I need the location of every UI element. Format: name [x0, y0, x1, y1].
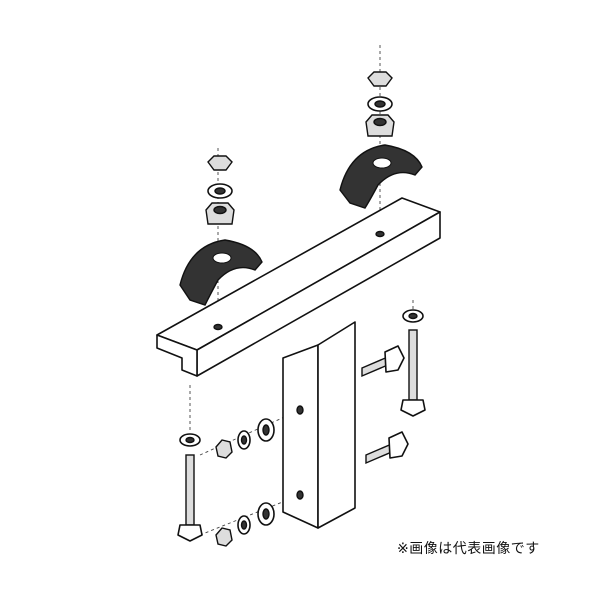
angle-bar	[156, 197, 441, 377]
saddle-clamp-left	[179, 239, 263, 306]
nut-stack-right	[365, 71, 395, 137]
hex-bolt-lower	[365, 431, 409, 465]
nut-stack-left	[205, 155, 235, 225]
representative-image-note: ※画像は代表画像です	[397, 541, 540, 557]
side-hardware-upper	[215, 418, 275, 459]
side-hardware-lower	[215, 502, 275, 547]
saddle-clamp-right	[339, 144, 423, 209]
vertical-post	[282, 321, 356, 529]
threaded-rod-left	[177, 433, 203, 542]
hex-bolt-upper	[361, 345, 405, 378]
threaded-rod-right	[400, 309, 426, 417]
